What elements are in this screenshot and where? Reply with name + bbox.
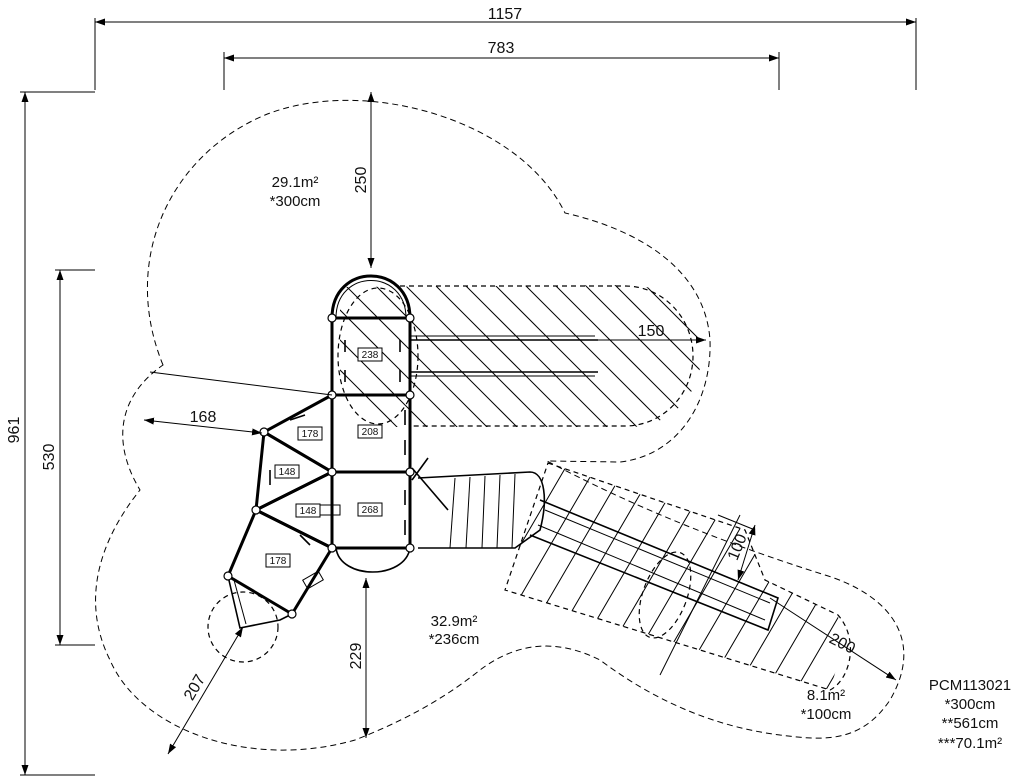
dimension-slide-clearance: 150 xyxy=(598,323,706,344)
svg-text:148: 148 xyxy=(279,467,296,478)
svg-text:178: 178 xyxy=(302,429,319,440)
slide-end-label: 200 xyxy=(826,630,858,657)
inner-height-label: 530 xyxy=(41,444,58,471)
svg-text:8.1m²: 8.1m² xyxy=(807,687,845,704)
svg-text:238: 238 xyxy=(362,350,379,361)
tube-slide xyxy=(417,471,779,632)
svg-text:*100cm: *100cm xyxy=(801,706,852,723)
play-structure xyxy=(207,274,449,663)
dimension-inner-height: 530 xyxy=(41,269,95,646)
dimension-diagonal-clearance: 207 xyxy=(167,626,244,755)
svg-text:148: 148 xyxy=(300,506,317,517)
platform-label-148-upper: 148 xyxy=(274,464,300,479)
top-clearance-label: 250 xyxy=(353,167,370,194)
slide-zone-bottom xyxy=(504,462,852,691)
slide-top xyxy=(410,335,598,377)
svg-text:178: 178 xyxy=(270,556,287,567)
svg-text:*300cm: *300cm xyxy=(270,193,321,210)
diagonal-clearance-label: 207 xyxy=(181,672,209,704)
svg-text:268: 268 xyxy=(362,505,379,516)
bottom-clearance-label: 229 xyxy=(348,643,365,670)
overall-height-label: 961 xyxy=(6,417,23,444)
dimension-overall-height: 961 xyxy=(6,91,95,776)
svg-text:32.9m²: 32.9m² xyxy=(431,613,478,630)
platform-label-148-lower: 148 xyxy=(295,503,321,518)
slide-clearance-label: 150 xyxy=(638,323,665,340)
left-clearance-label: 168 xyxy=(190,409,217,426)
product-code: PCM113021 xyxy=(929,677,1011,694)
area-center-annotation: 32.9m² *236cm xyxy=(429,613,480,648)
platform-label-178-top: 178 xyxy=(297,426,323,441)
product-total-area: ***70.1m² xyxy=(938,735,1002,752)
area-slide-annotation: 8.1m² *100cm xyxy=(801,687,852,723)
overall-width-label: 1157 xyxy=(488,6,523,23)
platform-label-178-bottom: 178 xyxy=(265,553,291,568)
platform-label-268: 268 xyxy=(357,502,383,517)
dimension-left-clearance: 168 xyxy=(143,371,333,436)
svg-text:*236cm: *236cm xyxy=(429,631,480,648)
platform-label-208: 208 xyxy=(357,424,383,439)
safety-zone-outline xyxy=(95,99,905,751)
dimension-overall-width: 1157 xyxy=(94,6,917,90)
slide-zone-top xyxy=(337,285,701,427)
area-top-annotation: 29.1m² *300cm xyxy=(270,174,321,210)
svg-text:208: 208 xyxy=(362,427,379,438)
dimension-slide-end: 200 xyxy=(769,597,897,681)
platform-label-238: 238 xyxy=(357,347,383,362)
inner-width-label: 783 xyxy=(488,40,515,57)
dimension-inner-width: 783 xyxy=(223,40,780,90)
dimension-top-clearance: 250 xyxy=(353,92,375,268)
product-info: PCM113021 *300cm **561cm ***70.1m² xyxy=(929,677,1011,752)
svg-text:29.1m²: 29.1m² xyxy=(272,174,319,191)
product-length: **561cm xyxy=(942,715,999,732)
dimension-bottom-clearance: 229 xyxy=(348,578,370,738)
product-free-height: *300cm xyxy=(945,696,996,713)
